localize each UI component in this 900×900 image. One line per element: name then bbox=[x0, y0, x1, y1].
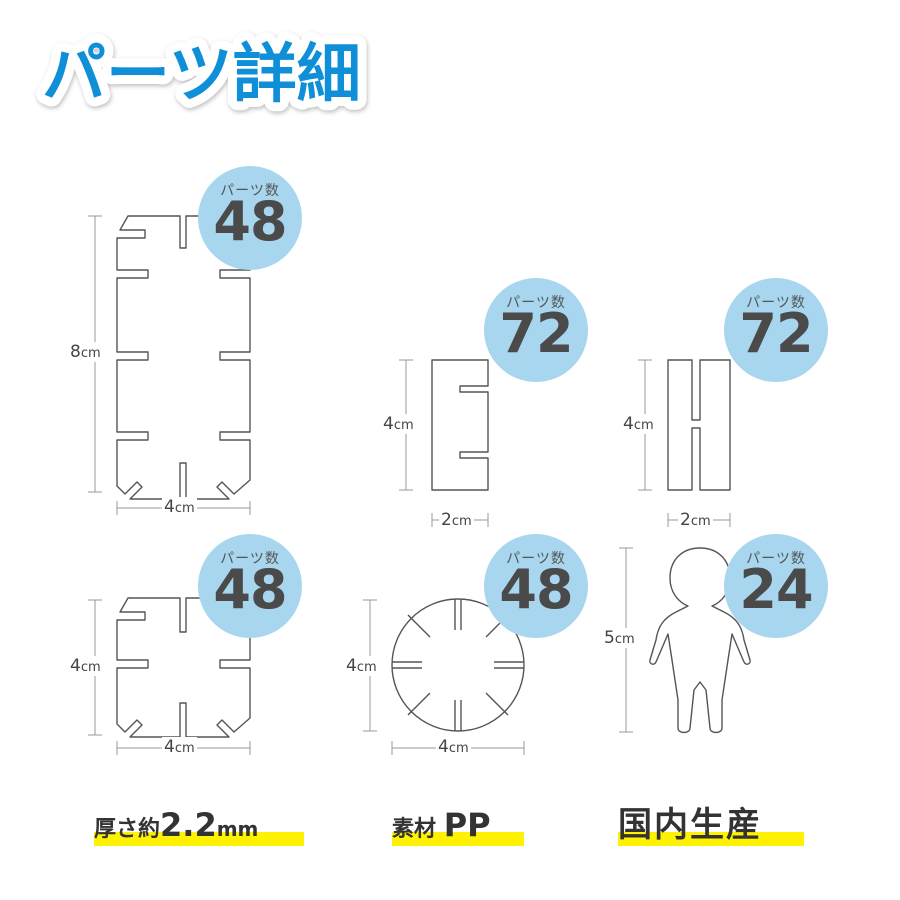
dim-unit: cm bbox=[451, 514, 472, 529]
dim-value: 4 bbox=[346, 656, 357, 676]
dim-unit: cm bbox=[80, 660, 101, 675]
part-1-height-label: 8cm bbox=[68, 342, 103, 362]
part-2-height-label: 4cm bbox=[381, 414, 416, 434]
badge-label: パーツ数 bbox=[746, 295, 806, 311]
part-4-width-label: 4cm bbox=[162, 737, 197, 757]
dimension-lines bbox=[88, 215, 731, 755]
dim-unit: cm bbox=[633, 418, 654, 433]
badge-label: パーツ数 bbox=[220, 551, 280, 567]
dim-unit: cm bbox=[174, 501, 195, 516]
spec-material-prefix: 素材 bbox=[392, 817, 437, 842]
part-3-count-badge: パーツ数 72 bbox=[724, 278, 828, 382]
dim-unit: cm bbox=[356, 660, 377, 675]
dim-unit: cm bbox=[80, 346, 101, 361]
part-6-height-label: 5cm bbox=[602, 628, 637, 648]
badge-label: パーツ数 bbox=[220, 183, 280, 199]
spec-thickness-value: 2.2 bbox=[160, 806, 217, 844]
part-4-count-badge: パーツ数 48 bbox=[198, 534, 302, 638]
dim-value: 4 bbox=[383, 414, 394, 434]
part-2-width-label: 2cm bbox=[439, 510, 474, 530]
part-4-height-label: 4cm bbox=[68, 656, 103, 676]
part-figure-shape bbox=[649, 547, 751, 734]
part-6-count-badge: パーツ数 24 bbox=[724, 534, 828, 638]
part-1-count-badge: パーツ数 48 bbox=[198, 166, 302, 270]
part-2-count-badge: パーツ数 72 bbox=[484, 278, 588, 382]
dim-unit: cm bbox=[614, 632, 635, 647]
dim-value: 2 bbox=[680, 510, 691, 530]
badge-label: パーツ数 bbox=[506, 295, 566, 311]
badge-count: 72 bbox=[739, 302, 813, 365]
page-title-outline: パーツ詳細 bbox=[42, 38, 361, 112]
spec-highlight bbox=[94, 832, 304, 846]
badge-label: パーツ数 bbox=[746, 551, 806, 567]
page-title: パーツ詳細 パーツ詳細 bbox=[34, 29, 370, 121]
spec-highlight bbox=[392, 832, 524, 846]
badge-count: 48 bbox=[499, 558, 573, 621]
page-title-text: パーツ詳細 bbox=[42, 38, 361, 112]
dim-value: 4 bbox=[438, 737, 449, 757]
dim-value: 4 bbox=[164, 497, 175, 517]
part-5-width-label: 4cm bbox=[436, 737, 471, 757]
part-1-width-label: 4cm bbox=[162, 497, 197, 517]
spec-thickness-unit: mm bbox=[216, 817, 259, 841]
dim-value: 4 bbox=[164, 737, 175, 757]
part-5-height-label: 4cm bbox=[344, 656, 379, 676]
badge-count: 72 bbox=[499, 302, 573, 365]
dim-unit: cm bbox=[174, 741, 195, 756]
part-round-slots bbox=[392, 599, 524, 731]
part-long-shape bbox=[116, 215, 251, 500]
spec-origin-text: 国内生産 bbox=[618, 805, 762, 845]
dim-value: 2 bbox=[441, 510, 452, 530]
part-3-height-label: 4cm bbox=[621, 414, 656, 434]
spec-thickness: 厚さ約2.2mm bbox=[94, 800, 304, 850]
badge-count: 24 bbox=[739, 558, 813, 621]
spec-highlight bbox=[618, 832, 804, 846]
dim-value: 8 bbox=[70, 342, 81, 362]
dim-value: 4 bbox=[623, 414, 634, 434]
dim-value: 4 bbox=[70, 656, 81, 676]
dim-unit: cm bbox=[690, 514, 711, 529]
part-h-shape bbox=[667, 359, 731, 491]
part-3-width-label: 2cm bbox=[678, 510, 713, 530]
dim-unit: cm bbox=[448, 741, 469, 756]
part-e-shape bbox=[431, 359, 489, 491]
part-5-count-badge: パーツ数 48 bbox=[484, 534, 588, 638]
dim-value: 5 bbox=[604, 628, 615, 648]
badge-count: 48 bbox=[213, 190, 287, 253]
spec-origin: 国内生産 bbox=[618, 800, 804, 850]
badge-count: 48 bbox=[213, 558, 287, 621]
spec-thickness-prefix: 厚さ約 bbox=[94, 817, 161, 842]
dim-unit: cm bbox=[393, 418, 414, 433]
badge-label: パーツ数 bbox=[506, 551, 566, 567]
spec-material-value: PP bbox=[443, 806, 491, 844]
spec-material: 素材 PP bbox=[392, 800, 524, 850]
part-round-shape bbox=[391, 598, 525, 732]
